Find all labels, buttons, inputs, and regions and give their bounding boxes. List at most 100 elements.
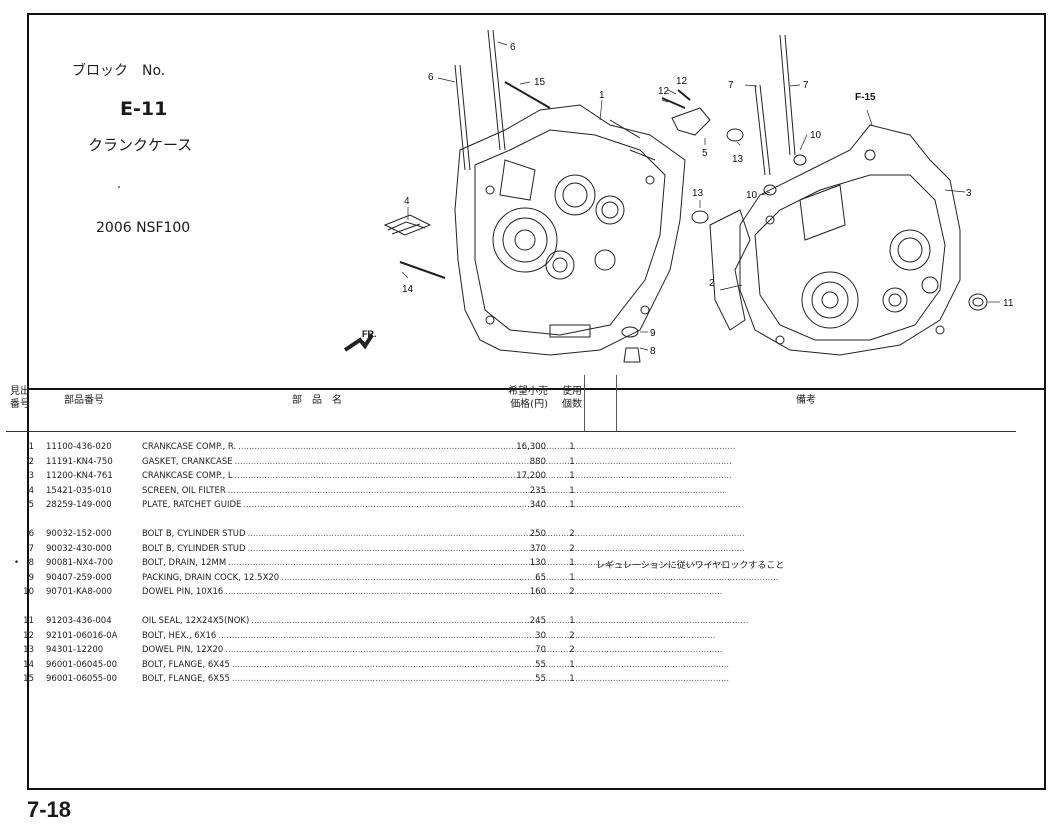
- row-part-no: 96001-06055-00: [46, 674, 118, 685]
- callout-10b: 10: [810, 130, 822, 141]
- header-col-sep-1: [584, 375, 585, 431]
- row-qty: 2: [569, 630, 575, 641]
- row-description: CRANKCASE COMP., L: [142, 471, 504, 481]
- row-part-no: 96001-06045-00: [46, 659, 118, 670]
- row-description: BOLT, HEX., 6X16: [142, 631, 504, 641]
- callout-4: 4: [404, 196, 410, 207]
- row-index: 15: [23, 674, 34, 685]
- header-price-l2: 価格(円): [510, 399, 548, 410]
- row-index: 1: [28, 442, 34, 452]
- row-qty: 2: [569, 645, 575, 656]
- header-remarks: 備考: [796, 395, 816, 406]
- row-index: 14: [23, 659, 34, 670]
- header-underline: [6, 431, 1016, 432]
- row-description: DOWEL PIN, 12X20: [142, 645, 504, 655]
- row-price: 130: [529, 558, 546, 569]
- header-qty: 使用個数: [558, 385, 586, 411]
- callout-3: 3: [966, 188, 972, 199]
- block-name: クランクケース: [88, 136, 193, 154]
- header-index-no: 見出番号: [8, 385, 32, 411]
- header-qty-l2: 個数: [562, 399, 582, 410]
- header-price: 希望小売価格(円): [502, 385, 548, 411]
- row-description: OIL SEAL, 12X24X5(NOK): [142, 616, 504, 626]
- callout-6b: 6: [428, 72, 434, 83]
- row-index: 3: [28, 471, 34, 482]
- row-mark: •: [14, 558, 20, 569]
- row-part-no: 28259-149-000: [46, 500, 112, 511]
- row-price: 65: [535, 572, 546, 583]
- cylinder-studs: [454, 29, 796, 176]
- row-qty: 2: [569, 529, 575, 539]
- row-description: GASKET, CRANKCASE: [142, 457, 504, 467]
- header-description: 部 品 名: [292, 395, 342, 406]
- row-qty: 2: [569, 587, 575, 598]
- callout-12a: 12: [658, 86, 670, 97]
- callout-7b: 7: [803, 80, 809, 91]
- row-price: 880: [529, 456, 546, 467]
- header-index-no-l1: 見出: [10, 386, 30, 397]
- row-description: SCREEN, OIL FILTER: [142, 486, 504, 496]
- ref-label: F-15: [855, 92, 876, 103]
- crankcase-right-drawing: [454, 104, 686, 356]
- row-index: 9: [28, 572, 34, 583]
- callout-14: 14: [402, 284, 414, 295]
- row-part-no: 11200-KN4-761: [46, 471, 113, 482]
- block-label: ブロック No.: [72, 63, 166, 79]
- row-price: 245: [529, 616, 546, 626]
- crankcase-left-drawing: [709, 124, 961, 356]
- header-part-no: 部品番号: [64, 395, 104, 406]
- row-index: 7: [28, 543, 34, 554]
- row-description: BOLT, FLANGE, 6X55: [142, 674, 504, 684]
- header-price-l1: 希望小売: [508, 386, 548, 397]
- row-description: BOLT B, CYLINDER STUD: [142, 529, 504, 539]
- row-price: 70: [535, 645, 546, 656]
- page-number: 7-18: [27, 797, 72, 822]
- row-index: 12: [23, 630, 34, 641]
- row-part-no: 11100-436-020: [46, 442, 112, 452]
- callout-13b: 13: [692, 188, 704, 199]
- block-code: E-11: [120, 98, 168, 120]
- row-qty: 1: [569, 558, 575, 569]
- row-index: 10: [23, 587, 34, 598]
- leader-lines: [401, 41, 1000, 351]
- row-price: 160: [529, 587, 546, 598]
- callout-8: 8: [650, 346, 656, 357]
- row-description: PLATE, RATCHET GUIDE: [142, 500, 504, 510]
- row-part-no: 90032-430-000: [46, 543, 112, 554]
- row-part-no: 91203-436-004: [46, 616, 112, 626]
- row-qty: 1: [569, 674, 575, 685]
- row-description: BOLT, DRAIN, 12MM: [142, 558, 504, 568]
- row-qty: 1: [569, 659, 575, 670]
- callout-5: 5: [702, 148, 708, 159]
- row-part-no: 92101-06016-0A: [46, 630, 118, 641]
- row-qty: 2: [569, 543, 575, 554]
- row-qty: 1: [569, 572, 575, 583]
- callout-10a: 10: [746, 190, 758, 201]
- row-part-no: 90032-152-000: [46, 529, 112, 539]
- row-description: DOWEL PIN, 10X16: [142, 587, 504, 597]
- callout-9: 9: [650, 328, 656, 339]
- row-qty: 1: [569, 456, 575, 467]
- row-price: 17,200: [516, 471, 546, 482]
- row-part-no: 11191-KN4-750: [46, 456, 113, 467]
- callout-11: 11: [1003, 298, 1014, 309]
- callout-1: 1: [599, 90, 605, 101]
- header-col-sep-2: [616, 375, 617, 431]
- callout-13a: 13: [732, 154, 744, 165]
- exploded-diagram: 1 2 3 4 5 6 6 7 7 8 9 10 10 11 12 12 13 …: [310, 10, 1014, 368]
- row-index: 11: [23, 616, 34, 626]
- row-index: 6: [28, 529, 34, 539]
- row-price: 16,300: [516, 442, 546, 452]
- row-description: BOLT, FLANGE, 6X45: [142, 660, 504, 670]
- row-part-no: 15421-035-010: [46, 485, 112, 496]
